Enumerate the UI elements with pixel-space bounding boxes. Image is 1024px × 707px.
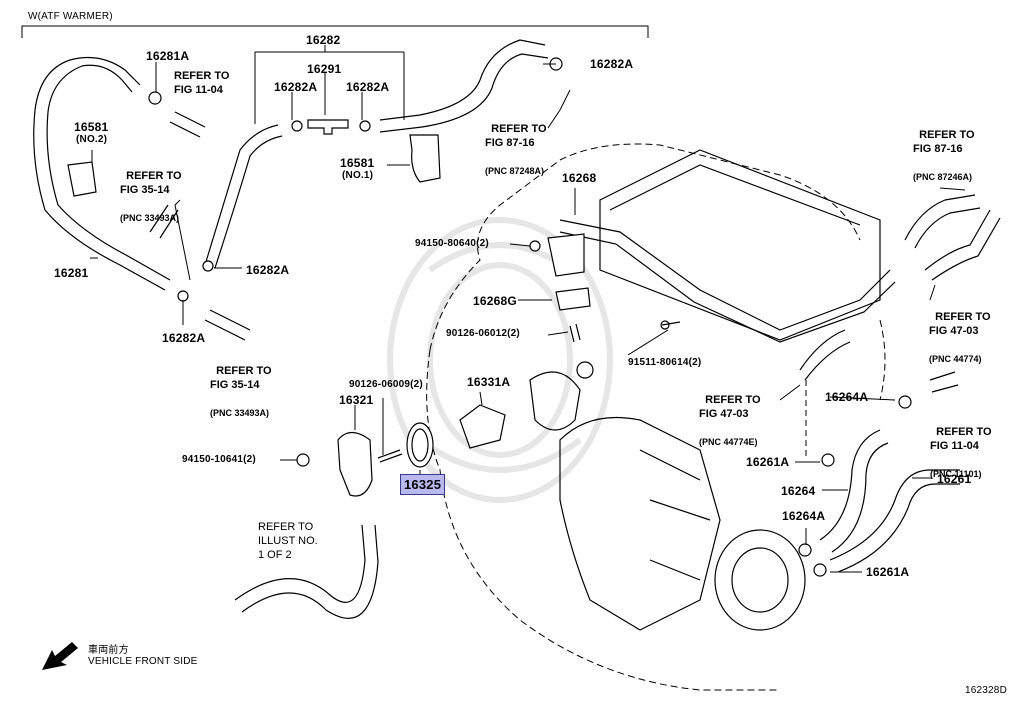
refer-note-pnc: (PNC 44774) [929,354,982,364]
part-label[interactable]: 16282A [246,263,290,277]
refer-note[interactable]: REFER TO FIG 11-04 (PNC 11101) [930,411,992,495]
part-label[interactable]: 16261A [746,455,790,469]
part-label-sub: (NO.2) [76,134,108,145]
refer-note[interactable]: REFER TO FIG 11-04 [174,70,230,96]
refer-note-pnc: (PNC 44774E) [699,437,758,447]
part-label[interactable]: 16282A [346,80,390,94]
part-label[interactable]: 16281A [146,49,190,63]
refer-note-text: REFER TO FIG 35-14 [120,170,182,196]
part-label[interactable]: 16581 [340,156,375,170]
part-label[interactable]: 16331A [467,375,511,389]
part-label[interactable]: 16261A [866,565,910,579]
hoses [33,39,1001,619]
part-label[interactable]: 16321 [339,393,374,407]
engine-body [529,149,881,631]
part-label[interactable]: 91511-80614(2) [628,357,702,368]
part-label[interactable]: 16281 [54,266,89,280]
part-label-highlighted[interactable]: 16325 [400,474,446,495]
part-label[interactable]: 94150-80640(2) [415,238,489,249]
group-bracket [21,25,649,38]
part-label[interactable]: 16264A [825,390,869,404]
thermostat-parts [337,233,591,497]
clip-16581 [67,134,441,197]
clamps [148,57,912,577]
refer-note[interactable]: REFER TO ILLUST NO. 1 OF 2 [258,521,318,561]
part-label[interactable]: 16268 [562,171,597,185]
part-label-sub: (NO.1) [342,170,374,181]
refer-note-text: REFER TO FIG 11-04 [930,426,992,452]
refer-note-pnc: (PNC 11101) [930,469,982,479]
refer-note[interactable]: REFER TO FIG 87-16 (PNC 87248A) [485,108,547,192]
engine-outline [426,143,886,691]
tee-fitting-16291 [307,119,349,135]
part-label[interactable]: 16261 [937,472,972,486]
refer-note-text: REFER TO FIG 47-03 [699,394,761,420]
front-label-ja: 車両前方 [88,645,129,656]
diagram-id: 162328D [965,685,1007,696]
part-label[interactable]: 94150-10641(2) [182,454,256,465]
group-label: W(ATF WARMER) [28,11,113,22]
refer-note-pnc: (PNC 33493A) [120,213,180,223]
refer-note[interactable]: REFER TO FIG 35-14 (PNC 33493A) [210,350,272,434]
refer-note-text: REFER TO FIG 47-03 [929,311,991,337]
watermark-emblem [387,217,613,503]
front-arrow-icon [42,642,78,670]
part-label[interactable]: 16581 [74,120,109,134]
bolts [377,321,681,463]
refer-note-pnc: (PNC 33493A) [210,408,270,418]
part-label[interactable]: 16264 [781,484,816,498]
refer-note-text: REFER TO FIG 87-16 [913,129,975,155]
part-label[interactable]: 16282A [162,331,206,345]
leader-lines [90,45,966,573]
part-label[interactable]: 16291 [307,62,342,76]
refer-note-pnc: (PNC 87246A) [913,172,973,182]
refer-note[interactable]: REFER TO FIG 87-16 (PNC 87246A) [913,114,975,198]
part-label[interactable]: 16282A [590,57,634,71]
refer-note-text: REFER TO FIG 35-14 [210,365,272,391]
part-label[interactable]: 16282A [274,80,318,94]
refer-note-pnc: (PNC 87248A) [485,166,545,176]
part-label[interactable]: 16268G [473,294,517,308]
refer-note-text: REFER TO FIG 87-16 [485,123,547,149]
part-label[interactable]: 16282 [306,33,341,47]
front-label-en: VEHICLE FRONT SIDE [88,656,198,667]
refer-note[interactable]: REFER TO FIG 47-03 (PNC 44774) [929,296,991,380]
refer-note[interactable]: REFER TO FIG 47-03 (PNC 44774E) [699,379,761,463]
part-label[interactable]: 90126-06009(2) [349,379,423,390]
refer-note[interactable]: REFER TO FIG 35-14 (PNC 33493A) [120,155,182,239]
part-label[interactable]: 16264A [782,509,826,523]
part-label[interactable]: 90126-06012(2) [446,328,520,339]
